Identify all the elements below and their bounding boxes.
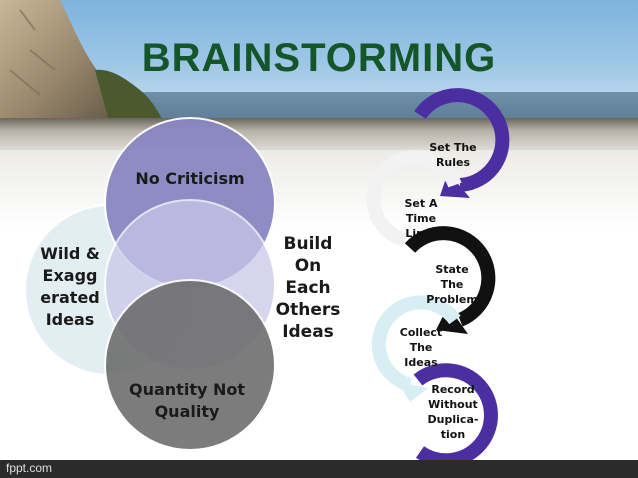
venn-label-bottom: Quantity Not Quality [129,380,245,421]
cycle-arrow-3 [404,226,496,327]
venn-circle-bottom [104,279,276,451]
cliff-image [0,0,165,125]
footer-brand: fppt.com [6,461,53,475]
footer-bar: fppt.com [0,460,638,478]
venn-label-left: Wild & Exagg erated Ideas [40,244,100,329]
cycle-arrow-4 [371,295,461,392]
header-banner-photo [0,0,638,125]
cycle-arrowhead-4 [398,382,428,402]
slide-title: BRAINSTORMING [141,36,497,80]
venn-label-right: Build On Each Others Ideas [275,234,341,342]
cycle-arrow-2 [366,150,462,247]
venn-label-top: No Criticism [135,169,245,188]
cycle-arrow-1 [414,88,510,192]
header-shadow-band [0,118,638,154]
